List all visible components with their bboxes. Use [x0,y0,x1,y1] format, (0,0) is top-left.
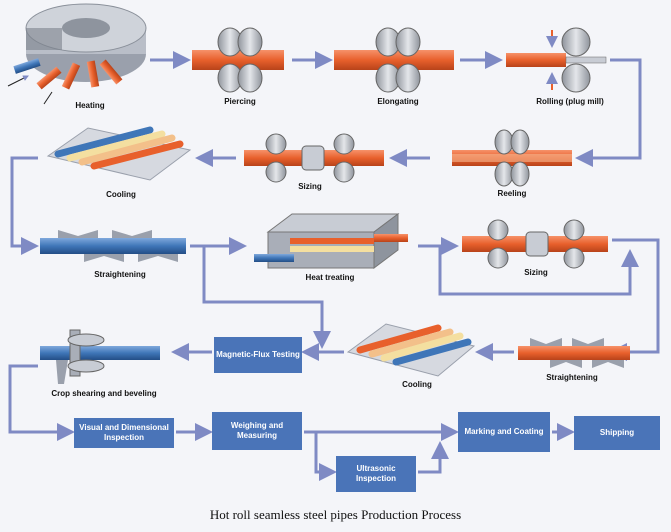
box-shipping: Shipping [574,416,660,450]
crop-shear-icon [40,329,160,384]
piercing-mill-icon [192,27,284,93]
stage-label-cooling-2: Cooling [402,380,432,389]
plug-mill-icon [506,27,607,93]
box-ultrasonic-inspection: Ultrasonic Inspection [336,456,416,492]
stage-label-heating: Heating [75,101,105,110]
box-visual-dimensional-inspection: Visual and Dimensional Inspection [74,418,174,448]
figure-caption: Hot roll seamless steel pipes Production… [209,507,462,522]
straightener-icon-2 [518,338,630,368]
arrow-cooling-straightening [10,156,39,255]
box-weighing-measuring: Weighing and Measuring [212,412,302,450]
sizing-mill-icon-1 [244,133,384,183]
stage-label-sizing-1: Sizing [298,182,322,191]
sizing-mill-icon-2 [462,219,608,269]
arrow-weighing-ultrasonic [314,432,337,481]
stage-label-straightening-2: Straightening [546,373,598,382]
arrow-ultrasonic-marking [418,441,449,474]
stage-label-rolling: Rolling (plug mill) [536,97,604,106]
heating-furnace-icon [7,3,147,105]
straightener-icon-1 [40,230,186,262]
stage-label-cooling-1: Cooling [106,190,136,199]
box-magnetic-flux-testing: Magnetic-Flux Testing [214,337,302,373]
arrow-sizing-straightening [609,238,660,361]
flow-arrows [8,51,660,481]
cooling-bed-icon-1 [46,126,192,181]
arrow-crop-visual [8,364,75,441]
stage-label-crop-shearing: Crop shearing and beveling [51,389,157,398]
cooling-bed-icon-2 [346,323,476,377]
heat-treating-furnace-icon [254,213,408,269]
arrow-bypass-to-sizing [438,246,639,296]
elongating-mill-icon [334,27,454,93]
stage-label-sizing-2: Sizing [524,268,548,277]
reeling-mill-icon [452,129,572,187]
box-marking-coating: Marking and Coating [458,412,550,452]
arrow-rolling-reeling [575,58,642,167]
stage-label-elongating: Elongating [377,97,419,106]
stage-label-reeling: Reeling [497,189,527,198]
stage-label-heat-treating: Heat treating [305,273,355,282]
stage-label-straightening-1: Straightening [94,270,146,279]
stage-label-piercing: Piercing [224,97,256,106]
arrow-bypass-to-cooling [202,246,331,349]
